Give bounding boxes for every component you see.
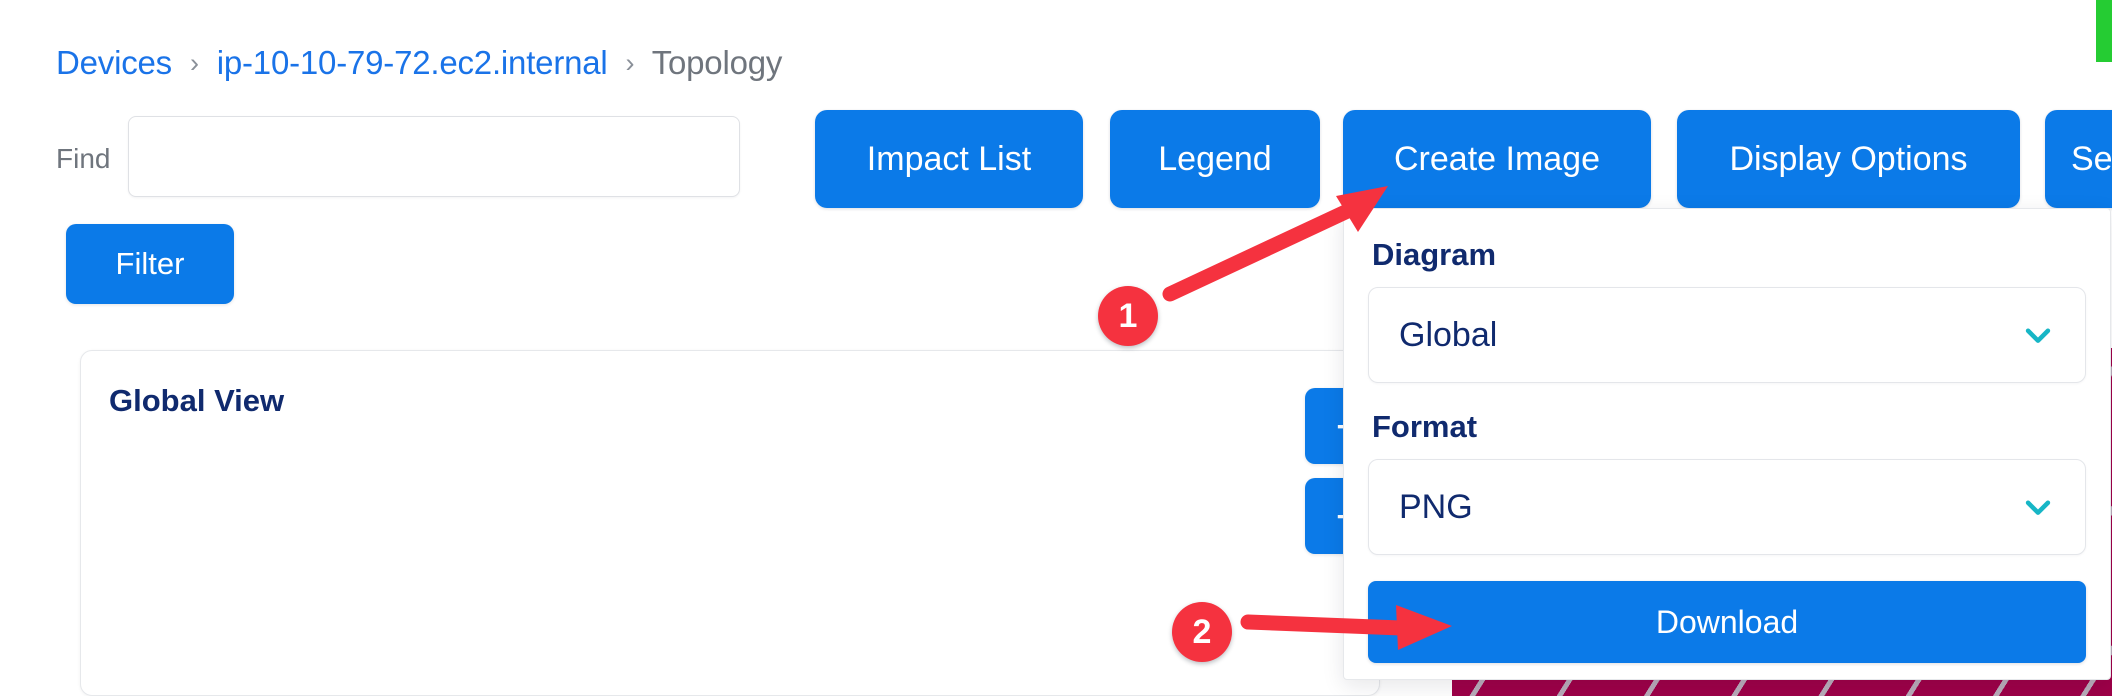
breadcrumb-separator-2: ›: [625, 48, 635, 78]
breadcrumb: Devices › ip-10-10-79-72.ec2.internal › …: [56, 44, 782, 82]
breadcrumb-item-devices[interactable]: Devices: [56, 44, 172, 81]
find-input[interactable]: [128, 116, 740, 197]
annotation-marker-1: 1: [1098, 286, 1158, 346]
format-label: Format: [1372, 409, 1478, 444]
chevron-down-icon: [2021, 490, 2055, 524]
breadcrumb-item-device-host[interactable]: ip-10-10-79-72.ec2.internal: [216, 44, 608, 81]
diagram-select-value: Global: [1399, 315, 1498, 354]
settings-button[interactable]: Se: [2045, 110, 2112, 208]
global-view-card: Global View: [80, 350, 1380, 696]
impact-list-button[interactable]: Impact List: [815, 110, 1083, 208]
breadcrumb-item-topology: Topology: [651, 44, 783, 81]
legend-button[interactable]: Legend: [1110, 110, 1320, 208]
global-view-title: Global View: [109, 383, 285, 418]
find-label: Find: [56, 143, 111, 174]
filter-button[interactable]: Filter: [66, 224, 234, 304]
create-image-popover: Diagram Global Format PNG Download: [1343, 208, 2111, 680]
download-button[interactable]: Download: [1368, 581, 2086, 663]
diagram-select[interactable]: Global: [1368, 287, 2086, 383]
breadcrumb-separator-1: ›: [189, 48, 199, 78]
chevron-down-icon: [2021, 318, 2055, 352]
format-select-value: PNG: [1399, 487, 1473, 526]
diagram-label: Diagram: [1372, 237, 1497, 272]
format-select[interactable]: PNG: [1368, 459, 2086, 555]
annotation-marker-2: 2: [1172, 602, 1232, 662]
create-image-button[interactable]: Create Image: [1343, 110, 1651, 208]
status-green-edge: [2096, 0, 2112, 62]
display-options-button[interactable]: Display Options: [1677, 110, 2020, 208]
